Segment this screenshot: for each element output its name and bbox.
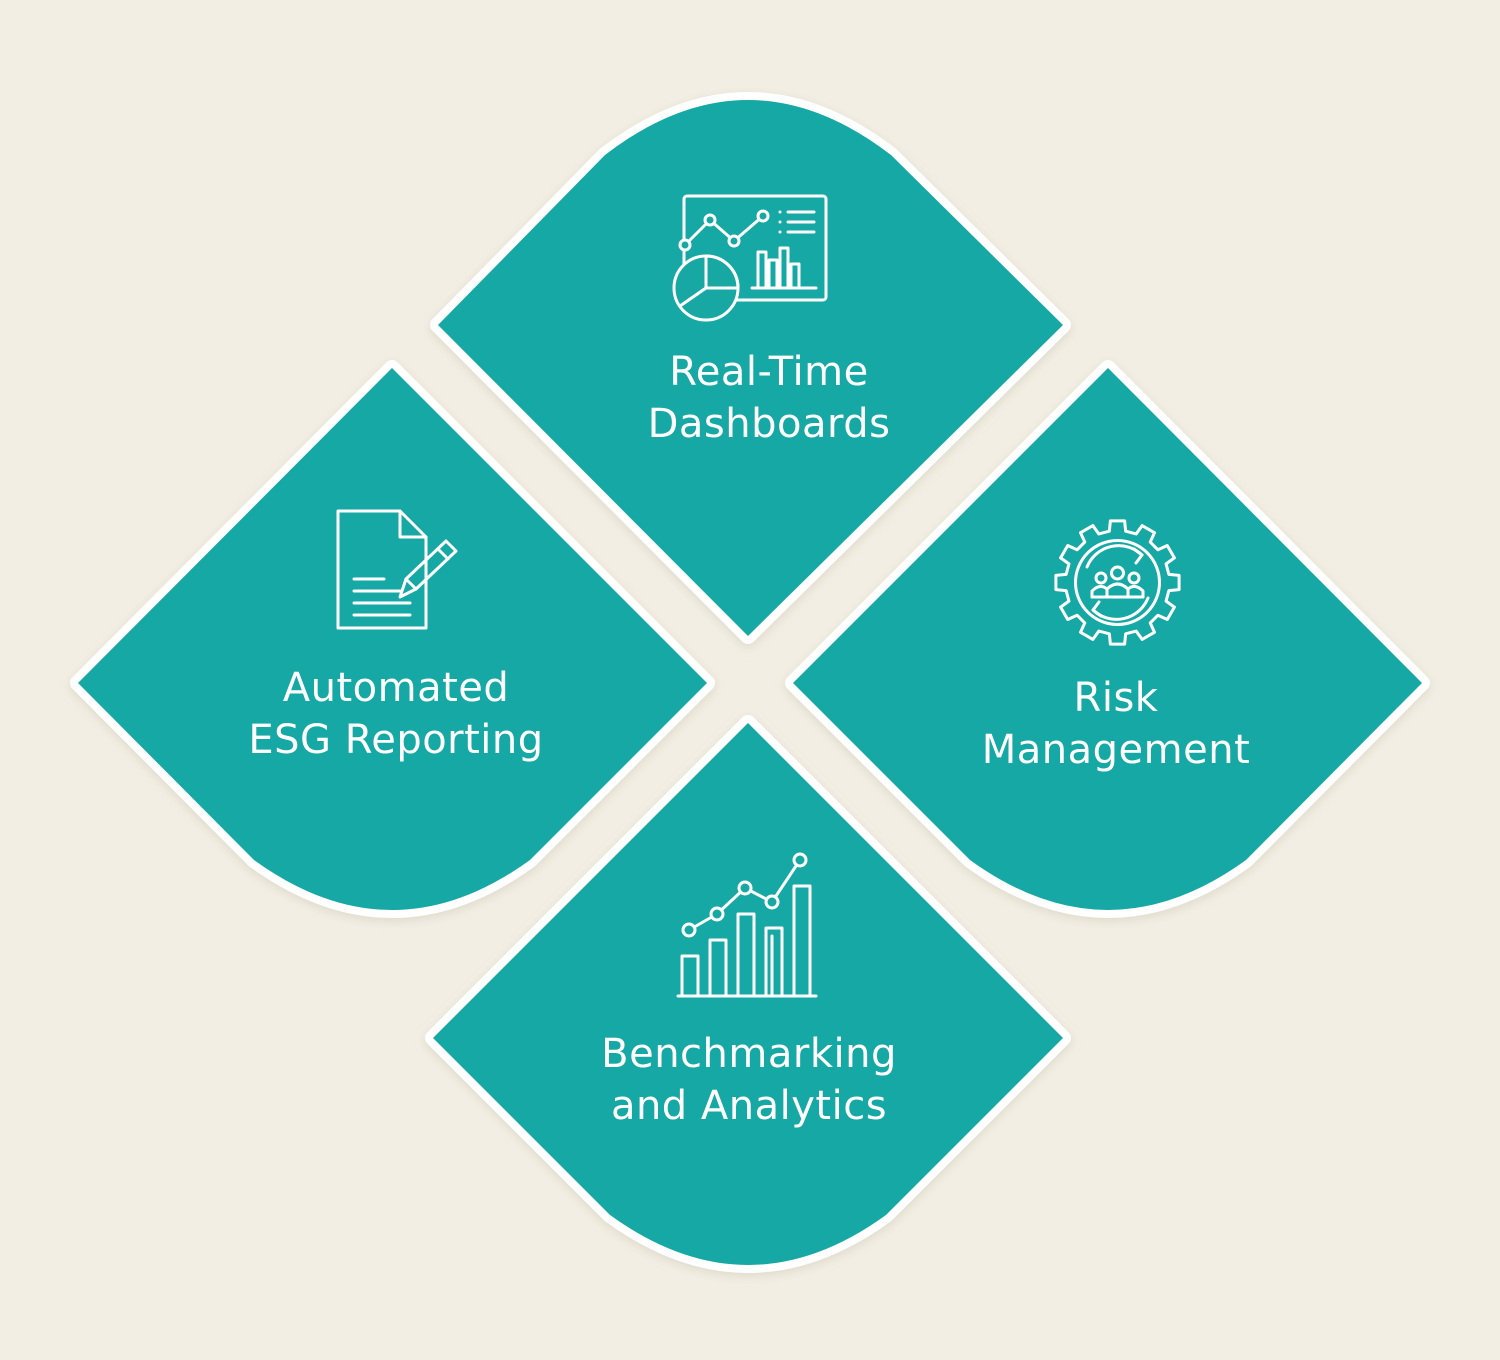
tile-benchmarking-shape [425,715,1071,1273]
tile-dashboards-label: Real-Time Dashboards [648,346,891,450]
tile-dashboards-line-1: Real-Time [669,349,869,395]
document-pencil-icon [336,509,458,630]
tile-esg-reporting-line-1: Automated [282,665,510,711]
tile-risk-line-2: Management [981,727,1251,773]
tile-dashboards-line-2: Dashboards [647,401,891,447]
growth-chart-icon [676,852,818,998]
tile-risk-line-1: Risk [1073,675,1159,721]
tile-esg-reporting-label: Automated ESG Reporting [248,662,543,766]
tile-benchmarking-line-2: and Analytics [610,1083,888,1129]
tile-benchmarking-line-1: Benchmarking [601,1031,897,1077]
tile-risk-shape [785,360,1430,918]
dashboard-icon [672,194,828,322]
tile-benchmarking-label: Benchmarking and Analytics [601,1028,897,1132]
tile-esg-reporting-line-2: ESG Reporting [248,717,544,763]
gear-team-icon [1054,519,1181,646]
tile-dashboards-shape [430,92,1071,644]
tile-esg-reporting-shape [70,360,715,918]
tile-risk-label: Risk Management [982,672,1251,776]
